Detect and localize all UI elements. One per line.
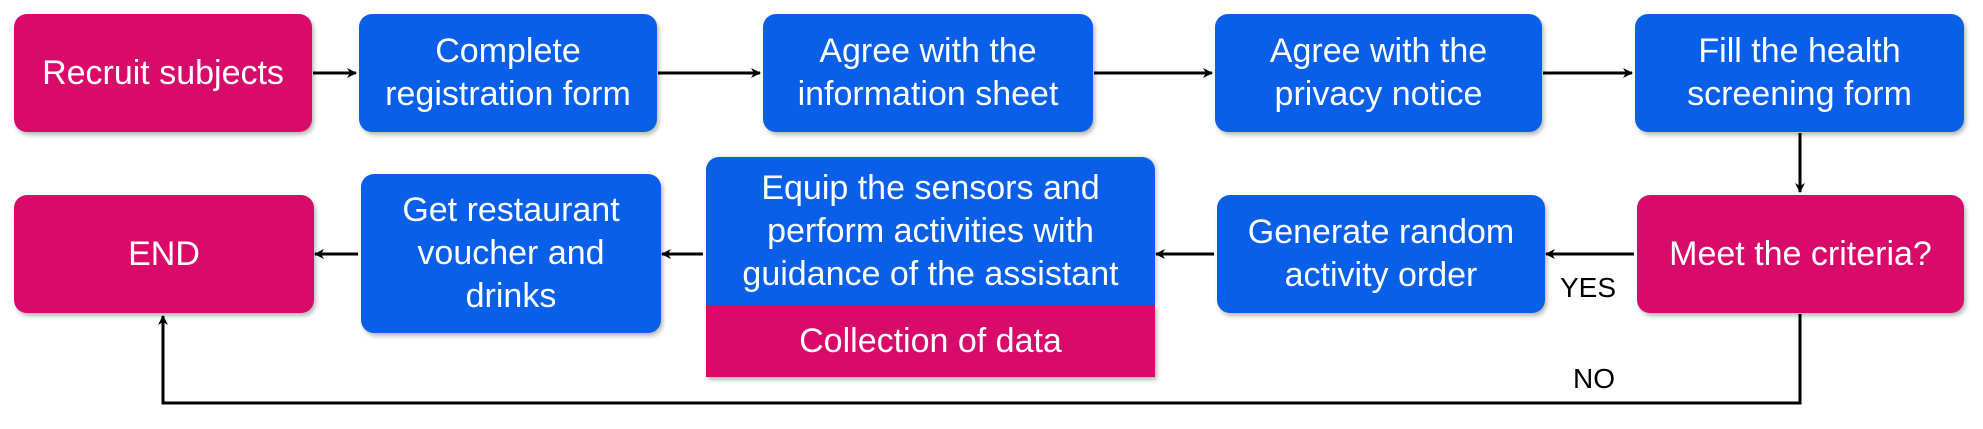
node-equip-sensors: Equip the sensors and perform activities… — [706, 157, 1155, 305]
node-end: END — [14, 195, 314, 313]
edge-label-yes: YES — [1560, 272, 1617, 303]
node-collection-of-data: Collection of data — [706, 305, 1155, 377]
node-generate-random-order: Generate random activity order — [1217, 195, 1545, 313]
node-health-screening: Fill the health screening form — [1635, 14, 1964, 132]
arrow-criteria-no-to-end — [158, 314, 1802, 405]
node-recruit-subjects: Recruit subjects — [14, 14, 312, 132]
node-information-sheet: Agree with the information sheet — [763, 14, 1093, 132]
node-meet-criteria: Meet the criteria? — [1637, 195, 1964, 313]
node-restaurant-voucher: Get restaurant voucher and drinks — [361, 174, 661, 333]
edge-label-no: NO — [1573, 363, 1615, 394]
node-complete-registration: Complete registration form — [359, 14, 657, 132]
node-privacy-notice: Agree with the privacy notice — [1215, 14, 1542, 132]
